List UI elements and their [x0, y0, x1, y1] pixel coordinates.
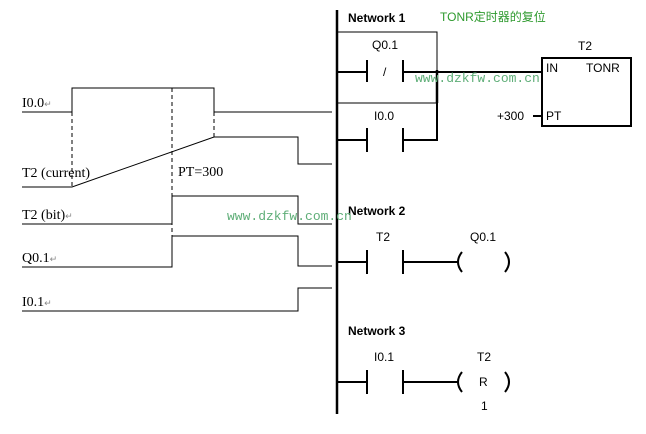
- contact-q0-1-nc-symbol: /: [383, 65, 387, 79]
- coil-q0-1-left-paren: [457, 251, 463, 273]
- signal-label-q0-1: Q0.1↵: [22, 251, 57, 266]
- ladder-diagram: Network 1 TONR定时器的复位 / Q0.1 I0.0 T2 IN T…: [335, 9, 632, 414]
- coil-t2-reset-symbol: R: [479, 375, 488, 389]
- network-1-label: Network 1: [348, 11, 406, 25]
- coil-t2-left-paren: [457, 371, 463, 393]
- signal-label-t2-current: T2 (current): [22, 166, 90, 181]
- coil-t2-count: 1: [481, 399, 488, 413]
- waveform-q0-1: [22, 235, 332, 268]
- watermark-middle: www.dzkfw.com.cn: [227, 209, 352, 224]
- tonr-box: [541, 57, 632, 127]
- signal-label-i0-0: I0.0↵: [22, 96, 52, 111]
- signal-label-t2-bit: T2 (bit)↵: [22, 208, 73, 223]
- signal-label-i0-1: I0.1↵: [22, 295, 52, 310]
- coil-q0-1-right-paren: [504, 251, 510, 273]
- network-3-label: Network 3: [348, 324, 406, 338]
- contact-i0-1-address: I0.1: [374, 350, 394, 364]
- tonr-box-in-label: IN: [546, 61, 558, 75]
- network-2-label: Network 2: [348, 204, 406, 218]
- tonr-box-type: TONR: [586, 61, 620, 75]
- waveform-i0-1: [22, 287, 332, 312]
- contact-q0-1-address: Q0.1: [372, 38, 398, 52]
- network-1-branch-top: [337, 31, 438, 72]
- coil-t2-address: T2: [477, 350, 491, 364]
- waveform-t2-current: [22, 136, 332, 188]
- tonr-box-pt-label: PT: [546, 109, 562, 123]
- coil-t2-right-paren: [504, 371, 510, 393]
- pt-label: PT=300: [178, 165, 223, 180]
- tonr-box-pt-value: +300: [497, 109, 524, 123]
- watermark-top: www.dzkfw.com.cn: [415, 71, 540, 86]
- coil-q0-1-address: Q0.1: [470, 230, 496, 244]
- waveform-i0-0: [22, 87, 332, 113]
- contact-t2-address: T2: [376, 230, 390, 244]
- waveform-t2-bit: [22, 195, 332, 225]
- network-1-rung-i0-0-right: [403, 103, 438, 141]
- contact-i0-0-address: I0.0: [374, 109, 394, 123]
- tonr-box-name: T2: [578, 39, 592, 53]
- timing-diagram: I0.0↵ T2 (current) T2 (bit)↵ Q0.1↵ I0.1↵…: [22, 87, 332, 312]
- title-note: TONR定时器的复位: [440, 9, 546, 24]
